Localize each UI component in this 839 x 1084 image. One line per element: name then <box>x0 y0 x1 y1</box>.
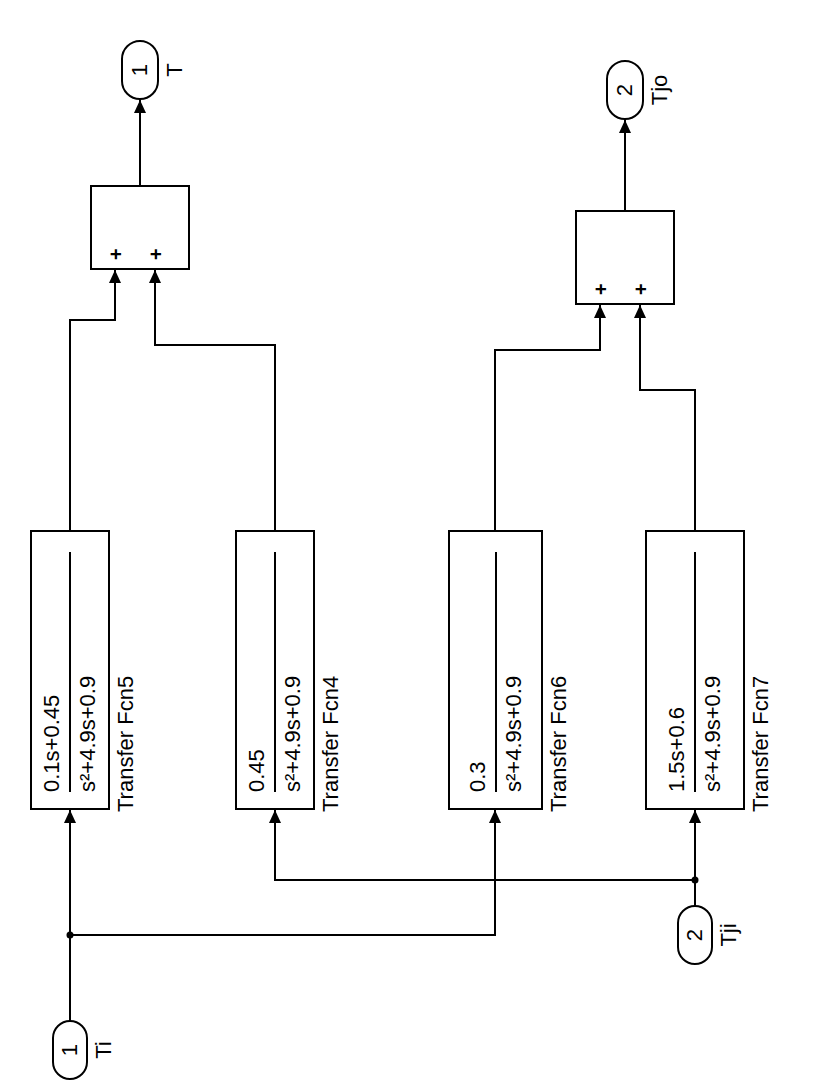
fraction-bar <box>495 552 497 792</box>
numerator-text: 0.1s+0.45 <box>38 695 66 792</box>
signal-line <box>70 810 495 1020</box>
inport-block: 2Tji <box>677 905 713 965</box>
block-name: Transfer Fcn5 <box>114 676 138 812</box>
block-name: Transfer Fcn7 <box>749 676 773 812</box>
sign-label: + <box>106 248 126 260</box>
fraction-bar <box>694 552 696 792</box>
port-number: 2 <box>614 84 636 96</box>
signal-line <box>139 100 141 185</box>
signal-line <box>694 810 696 905</box>
transfer-function-block: 1.5s+0.6s²+4.9s+0.9Transfer Fcn7 <box>645 530 745 810</box>
sign-label: + <box>631 283 651 295</box>
inport-block: 1Ti <box>52 1020 88 1080</box>
fraction-bar <box>69 552 71 792</box>
numerator-text: 0.45 <box>243 749 271 792</box>
numerator-text: 0.3 <box>464 761 492 792</box>
denominator-text: s²+4.9s+0.9 <box>699 676 727 792</box>
block-name: Transfer Fcn6 <box>547 676 571 812</box>
denominator-text: s²+4.9s+0.9 <box>500 676 528 792</box>
signal-line <box>70 270 115 530</box>
sign-label: + <box>146 248 166 260</box>
signal-line <box>495 305 600 530</box>
signal-line <box>624 120 626 210</box>
signal-line <box>640 305 695 530</box>
port-number: 1 <box>129 64 151 76</box>
fraction-bar <box>274 552 276 792</box>
sign-label: + <box>591 283 611 295</box>
transfer-function-block: 0.1s+0.45s²+4.9s+0.9Transfer Fcn5 <box>30 530 110 810</box>
outport-block: 2Tjo <box>606 60 644 120</box>
signal-line <box>275 810 695 905</box>
numerator-text: 1.5s+0.6 <box>663 707 691 792</box>
block-name: Transfer Fcn4 <box>319 676 343 812</box>
signal-line <box>155 270 275 530</box>
denominator-text: s²+4.9s+0.9 <box>74 676 102 792</box>
port-number: 1 <box>59 1044 81 1056</box>
signal-name: Tji <box>717 923 741 946</box>
denominator-text: s²+4.9s+0.9 <box>279 676 307 792</box>
signal-name: Ti <box>92 1041 116 1059</box>
transfer-function-block: 0.45s²+4.9s+0.9Transfer Fcn4 <box>235 530 315 810</box>
outport-block: 1T <box>121 40 159 100</box>
signal-name: T <box>163 63 187 76</box>
signal-name: Tjo <box>648 75 672 106</box>
transfer-function-block: 0.3s²+4.9s+0.9Transfer Fcn6 <box>448 530 543 810</box>
sum-block: ++ <box>90 185 190 270</box>
port-number: 2 <box>684 929 706 941</box>
sum-block: ++ <box>575 210 675 305</box>
